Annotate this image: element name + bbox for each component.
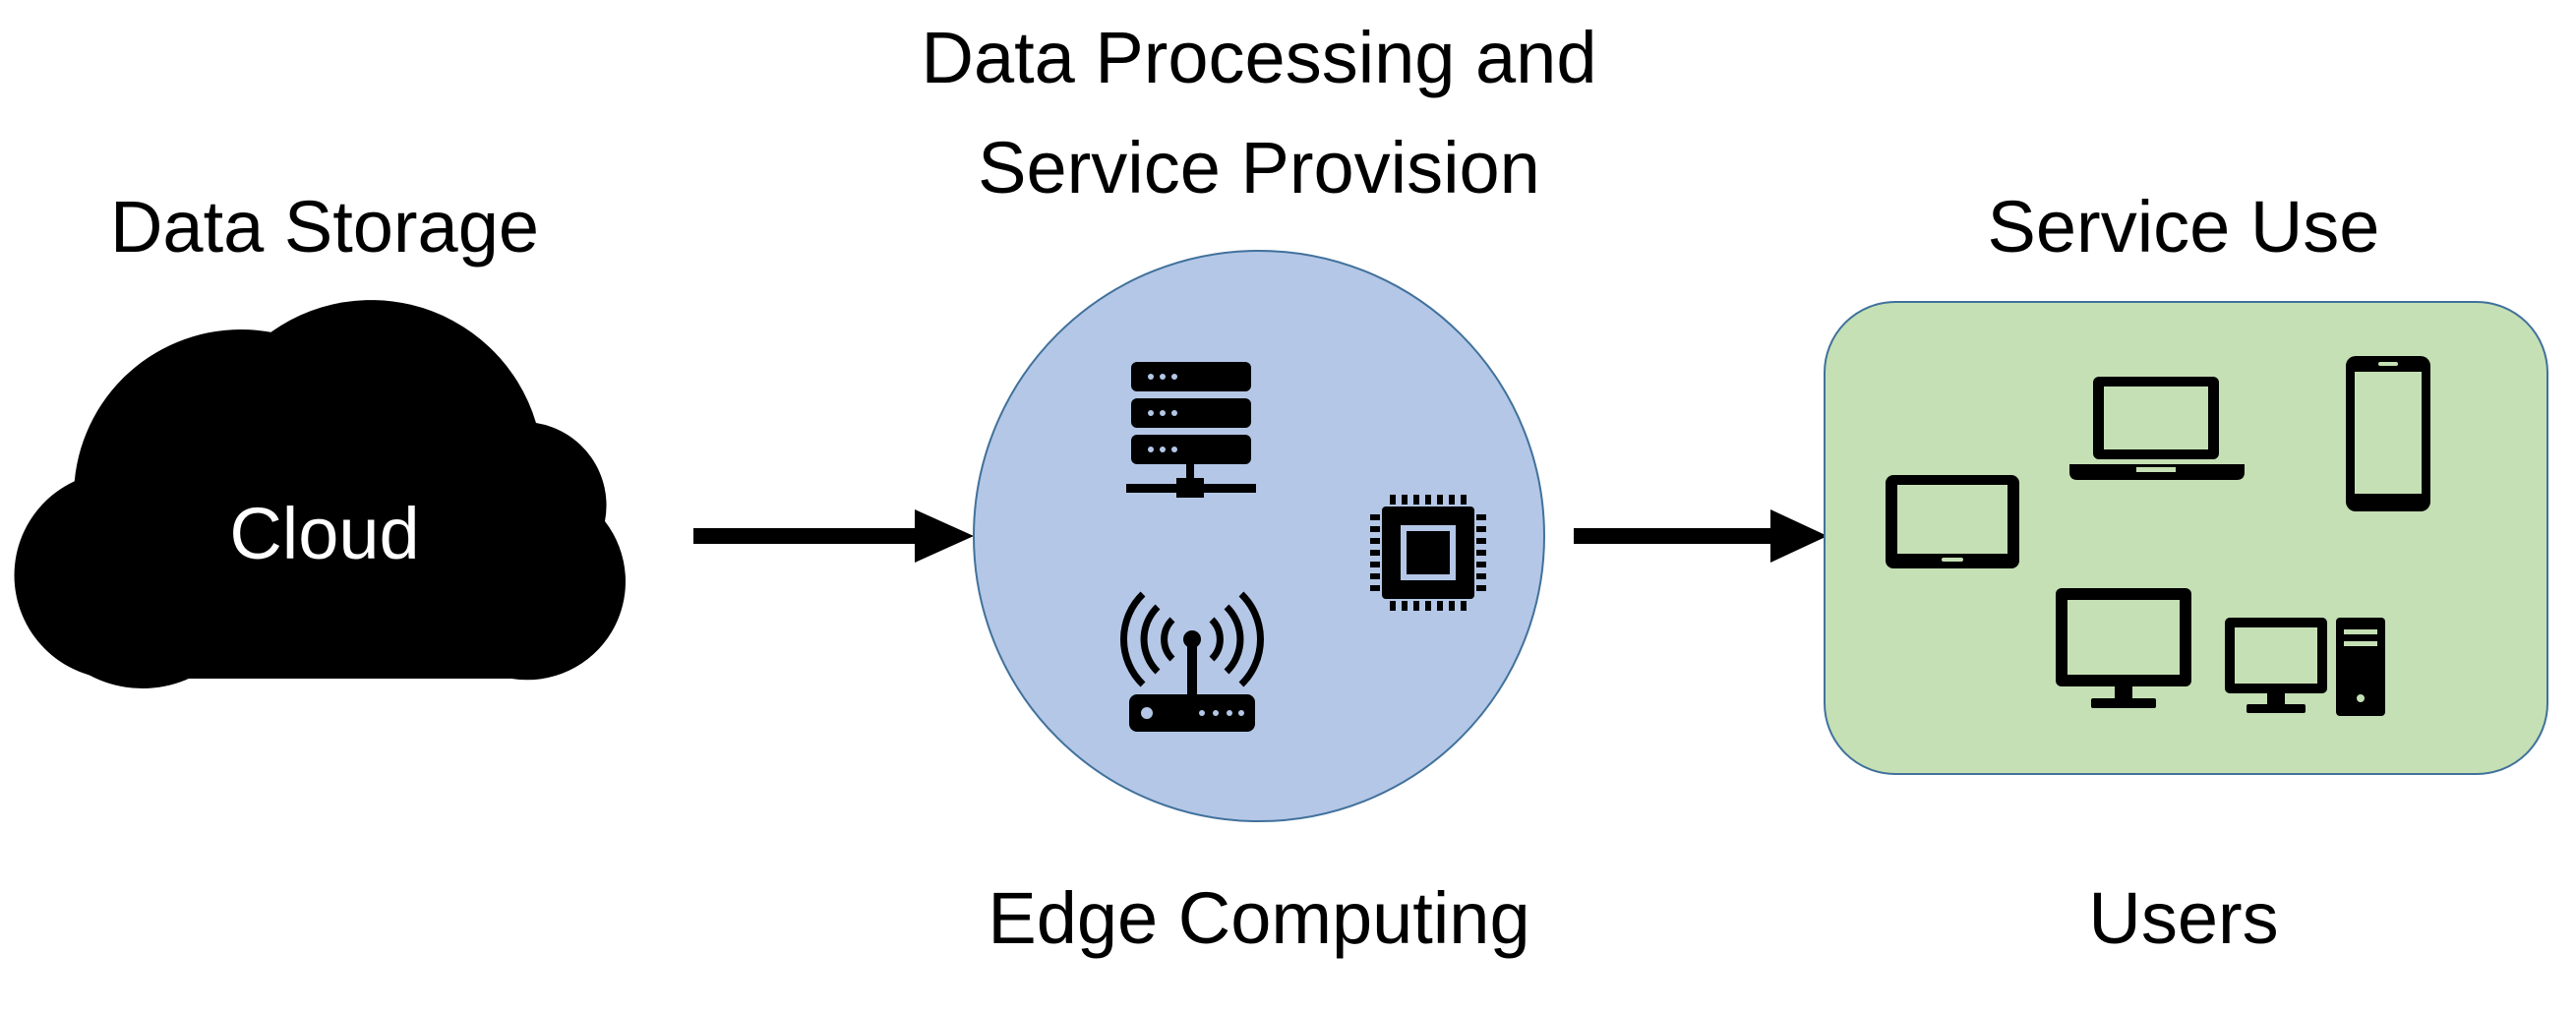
edge-section-title-line2: Service Provision	[978, 127, 1540, 209]
desktop-computer-icon	[2225, 618, 2385, 716]
cloud-shape	[14, 300, 626, 688]
cpu-chip-icon	[1370, 495, 1486, 611]
arrow-edge-to-users	[1574, 509, 1827, 563]
arrow-cloud-to-edge	[693, 509, 974, 563]
tablet-icon	[1886, 475, 2019, 568]
service-use-title: Service Use	[1987, 186, 2380, 268]
laptop-icon	[2069, 377, 2245, 480]
users-caption: Users	[2088, 877, 2279, 959]
edge-section-title-line1: Data Processing and	[921, 17, 1597, 98]
server-rack-icon	[1126, 362, 1256, 498]
edge-circle	[973, 250, 1545, 822]
data-storage-title: Data Storage	[109, 186, 540, 268]
edge-computing-caption: Edge Computing	[988, 877, 1530, 959]
cloud-label: Cloud	[229, 493, 420, 574]
monitor-icon	[2056, 588, 2191, 708]
wifi-router-icon	[1120, 591, 1264, 732]
smartphone-icon	[2346, 356, 2430, 511]
